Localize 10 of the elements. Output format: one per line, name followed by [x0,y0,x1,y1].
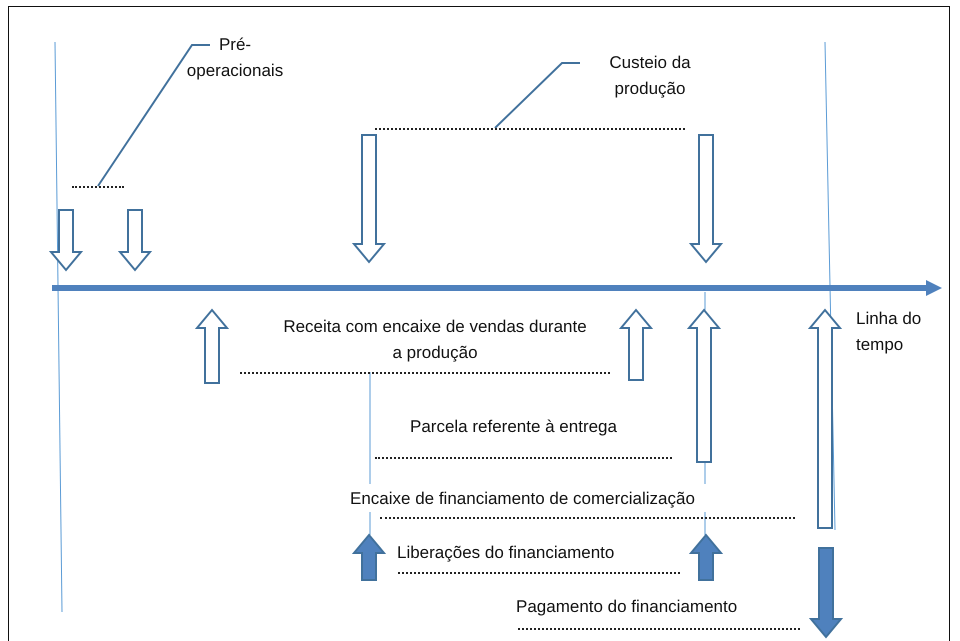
flow-label: Parcela referente à entrega [410,416,618,438]
flow-label: Linha do tempo [856,308,922,356]
flow-label: Liberações do financiamento [397,542,616,564]
flow-label: Encaixe de financiamento de comercialização [350,488,696,510]
flow-label: Pagamento do financiamento [516,596,738,618]
callout-text: Pré- operacionais [180,32,290,84]
callout-text: Custeio da produção [580,50,720,102]
leader-line [494,62,580,129]
flow-label: Receita com encaixe de vendas durante a produção [282,316,588,364]
leader-line [97,44,210,187]
